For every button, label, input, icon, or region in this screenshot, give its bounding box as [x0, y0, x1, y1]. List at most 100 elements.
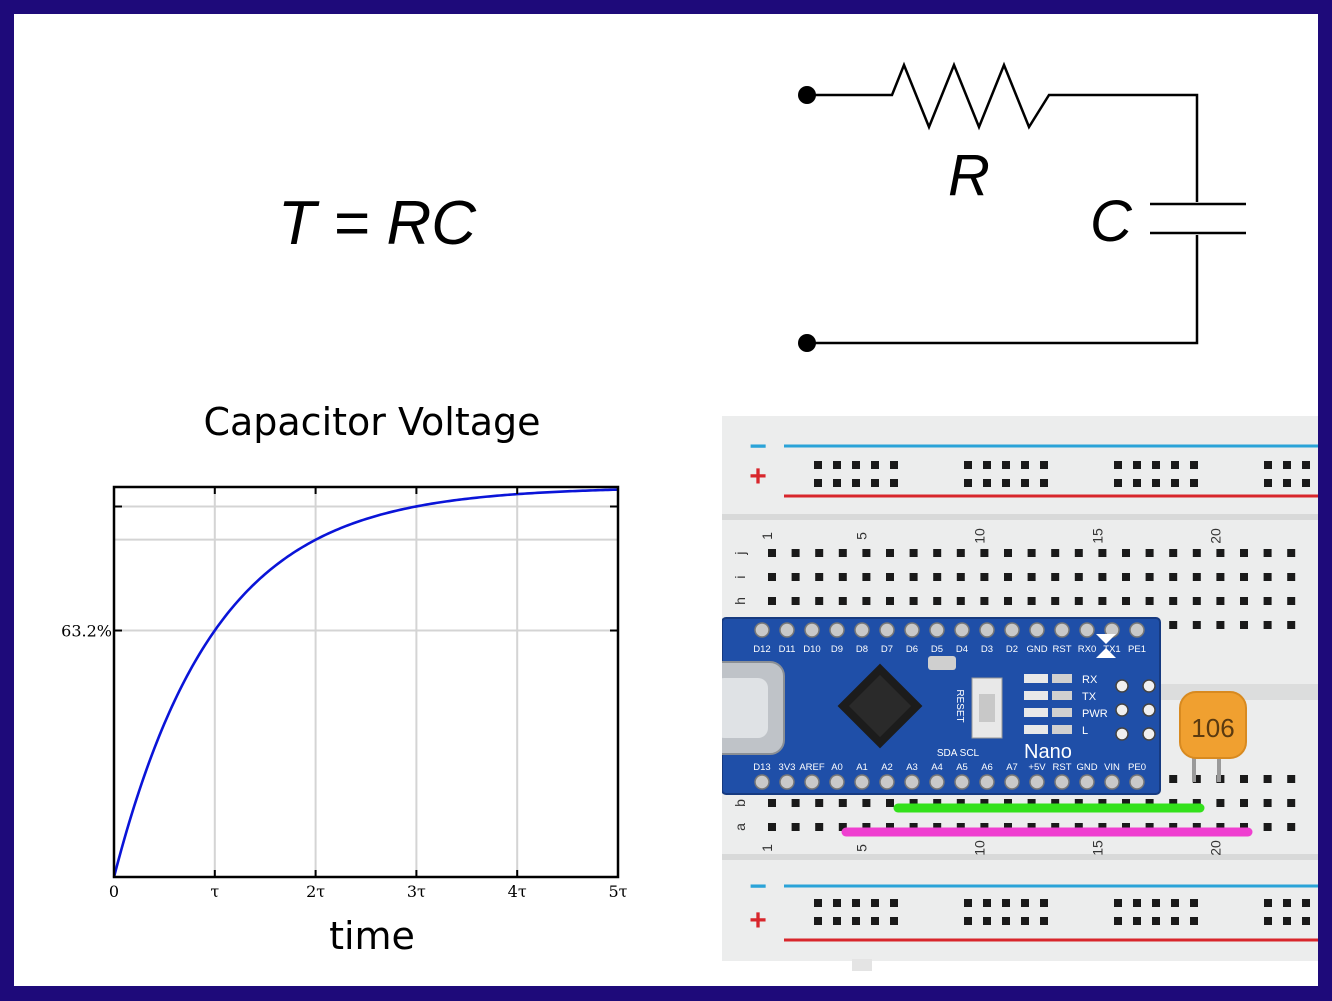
rail-hole — [1040, 917, 1048, 925]
rail-hole — [1002, 461, 1010, 469]
icsp-pin — [1142, 703, 1156, 717]
pin-label-top: TX1 — [1103, 644, 1120, 655]
header-pin-top — [1054, 622, 1070, 638]
terminal-hole — [1145, 597, 1154, 605]
pin-label-top: D8 — [856, 644, 868, 655]
led — [1024, 674, 1048, 683]
arduino-nano: D12D13D113V3D10AREFD9A0D8A1D7A2D6A3D5A4D… — [722, 617, 1161, 795]
header-pin-top — [1129, 622, 1145, 638]
header-pin-top — [1079, 622, 1095, 638]
terminal-hole — [1192, 549, 1201, 557]
terminal-hole — [956, 597, 965, 605]
pin-label-bottom: GND — [1076, 762, 1097, 773]
capacitor-label: C — [1090, 189, 1132, 254]
terminal-hole — [1192, 621, 1201, 629]
rail-hole — [852, 899, 860, 907]
rail-hole — [1264, 899, 1272, 907]
pin-label-top: D7 — [881, 644, 893, 655]
terminal-hole — [862, 799, 871, 807]
rail-hole — [814, 461, 822, 469]
x-tick-label: 2τ — [306, 882, 325, 901]
pin-label-bottom: 3V3 — [779, 762, 796, 773]
wire-return — [807, 235, 1199, 345]
rail-hole — [1190, 899, 1198, 907]
header-pin-bottom — [979, 774, 995, 790]
rail-hole — [1171, 461, 1179, 469]
terminal-hole — [862, 573, 871, 581]
terminal-hole — [1263, 573, 1272, 581]
pin-label-bottom: A2 — [881, 762, 893, 773]
header-pin-bottom — [1029, 774, 1045, 790]
led-resistor — [1052, 708, 1072, 717]
rail-hole — [1283, 899, 1291, 907]
pin-label-top: GND — [1026, 644, 1047, 655]
pin-label-top: D4 — [956, 644, 968, 655]
row-letter: j — [732, 551, 748, 555]
terminal-hole — [1145, 573, 1154, 581]
terminal-hole — [1027, 573, 1036, 581]
x-tick-label: 0 — [109, 882, 119, 901]
terminal-hole — [1004, 823, 1012, 831]
rail-hole — [1302, 461, 1310, 469]
rail-plus-sign: + — [749, 460, 767, 493]
terminal-hole — [791, 597, 800, 605]
rail-hole — [1264, 479, 1272, 487]
terminal-hole — [980, 597, 989, 605]
terminal-hole — [838, 823, 847, 831]
terminal-hole — [1051, 549, 1060, 557]
header-pin-top — [979, 622, 995, 638]
rail-hole — [1002, 479, 1010, 487]
terminal-hole — [862, 823, 871, 831]
terminal-hole — [933, 799, 942, 807]
terminal-hole — [1074, 597, 1083, 605]
terminal-hole — [1004, 573, 1012, 581]
terminal-hole — [1216, 597, 1225, 605]
rail-hole — [1002, 917, 1010, 925]
terminal-hole — [1169, 573, 1178, 581]
terminal-hole — [1287, 621, 1296, 629]
led-resistor — [1052, 674, 1072, 683]
header-pin-bottom — [1054, 774, 1070, 790]
terminal-hole — [909, 823, 918, 831]
terminal-hole — [1216, 621, 1225, 629]
rail-hole — [1264, 461, 1272, 469]
header-pin-top — [804, 622, 820, 638]
rail-hole — [1040, 461, 1048, 469]
terminal-hole — [1122, 597, 1130, 605]
rail-hole — [964, 899, 972, 907]
terminal-hole — [1169, 597, 1178, 605]
terminal-hole — [838, 597, 847, 605]
rail-hole — [1133, 899, 1141, 907]
header-pin-bottom — [1004, 774, 1020, 790]
rail-hole — [852, 917, 860, 925]
terminal-hole — [1192, 823, 1201, 831]
pin-label-bottom: PE0 — [1128, 762, 1146, 773]
rail-hole — [814, 899, 822, 907]
led-label: L — [1082, 725, 1088, 737]
terminal-hole — [1004, 549, 1012, 557]
terminal-hole — [1216, 799, 1225, 807]
atmega-chip-top — [848, 674, 912, 738]
rail-hole — [983, 899, 991, 907]
terminal-hole — [1192, 573, 1201, 581]
terminal-hole — [886, 549, 894, 557]
rail-hole — [964, 461, 972, 469]
terminal-hole — [1051, 799, 1060, 807]
terminal-hole — [1240, 621, 1248, 629]
icsp-pin — [1142, 727, 1156, 741]
terminal-hole — [1240, 775, 1248, 783]
rail-hole — [1021, 479, 1029, 487]
rail-hole — [1171, 917, 1179, 925]
column-number-top: 10 — [971, 528, 987, 544]
terminal-hole — [933, 597, 942, 605]
led-resistor — [1052, 691, 1072, 700]
terminal-hole — [1192, 799, 1201, 807]
terminal-hole — [886, 823, 894, 831]
rail-hole — [890, 461, 898, 469]
rail-plus-sign: + — [749, 904, 767, 937]
terminal-hole — [909, 597, 918, 605]
pin-label-top: RST — [1053, 644, 1072, 655]
terminal-hole — [815, 597, 824, 605]
header-pin-bottom — [929, 774, 945, 790]
